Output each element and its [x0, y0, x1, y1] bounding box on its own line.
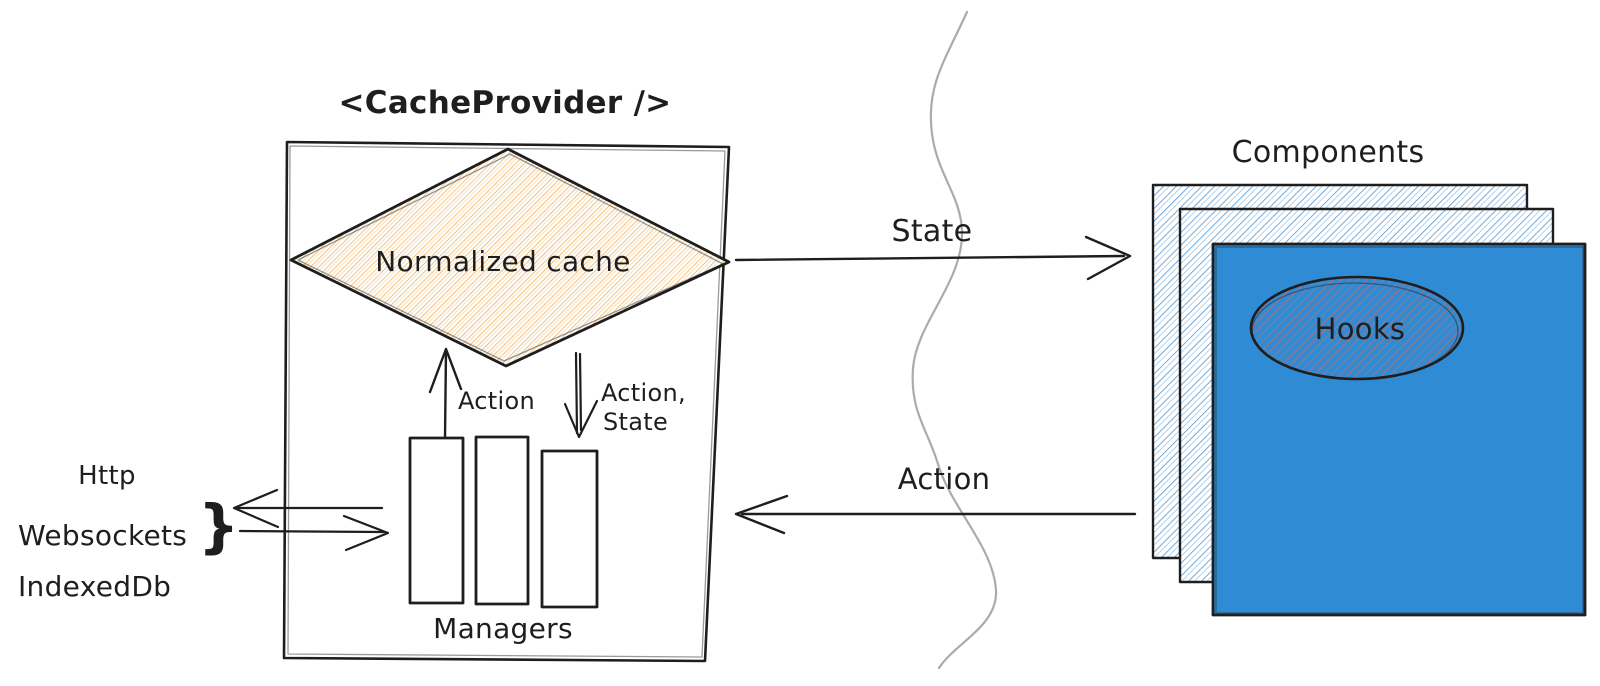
arrow-line — [734, 254, 1126, 262]
components-title: Components — [1232, 135, 1425, 170]
manager-rect — [408, 436, 465, 605]
hooks-ellipse — [1249, 275, 1465, 381]
sources-out-arrow — [232, 488, 384, 529]
action-state-down-arrow — [563, 351, 599, 439]
arrow-line — [443, 348, 448, 440]
source-label-websockets: Websockets — [18, 519, 187, 552]
action-label: Action — [898, 462, 991, 496]
action-state-label-line1: Action, — [601, 379, 686, 407]
arrow-line — [578, 352, 583, 432]
arrow-head — [232, 488, 280, 529]
arrow-head — [563, 399, 599, 439]
normalized-cache-diamond — [289, 147, 731, 368]
action-state-label-line2: State — [603, 408, 668, 436]
action-arrow — [734, 494, 1137, 535]
state-arrow — [734, 235, 1132, 281]
divider-squiggle — [911, 10, 998, 670]
arrow-head — [734, 494, 789, 535]
manager-rect — [540, 449, 599, 609]
sources-brace: } — [198, 492, 240, 560]
normalized-cache-label: Normalized cache — [375, 245, 630, 278]
sources-in-arrow — [238, 514, 390, 552]
state-label: State — [892, 214, 973, 249]
managers-group — [408, 435, 599, 609]
arrow-head — [342, 514, 390, 552]
managers-label: Managers — [433, 612, 573, 645]
arrow-head — [1084, 235, 1132, 281]
arrow-head — [428, 347, 463, 394]
source-label-http: Http — [78, 461, 136, 491]
cacheprovider-title: <CacheProvider /> — [339, 85, 672, 121]
action-up-label: Action — [458, 387, 535, 415]
source-label-indexeddb: IndexedDb — [18, 570, 171, 603]
hooks-label: Hooks — [1315, 312, 1406, 346]
arrow-line — [574, 351, 579, 435]
arrow-line — [238, 529, 386, 534]
cacheprovider-box — [282, 140, 731, 663]
manager-rect — [474, 435, 530, 606]
action-up-arrow — [428, 347, 463, 440]
